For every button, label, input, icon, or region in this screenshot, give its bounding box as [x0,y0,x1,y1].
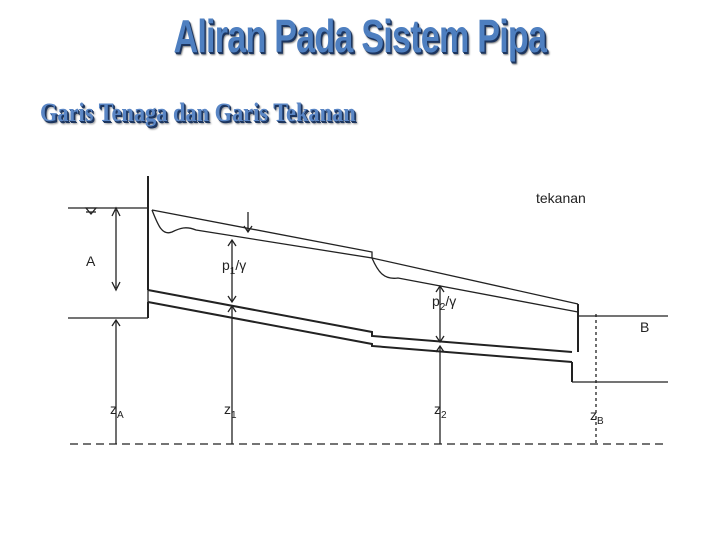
za-arrowhead [111,318,121,327]
water-level-icon [84,207,98,216]
p1-arrowheads [227,238,237,304]
pipe-lower-wall [147,301,573,363]
hydraulic-grade-line [151,209,579,313]
label-z1: z1 [224,401,237,421]
label-a: A [86,253,96,269]
label-zb: zB [590,407,604,427]
height-a-arrowheads [111,206,121,292]
legend-text: tekanan [536,190,586,206]
p2-arrowheads [435,284,445,344]
page-title: Aliran Pada Sistem Pipa [173,10,547,62]
page-subtitle: Garis Tenaga dan Garis Tekanan [40,98,356,127]
energy-line [151,209,579,305]
title-wrap: Aliran Pada Sistem Pipa [0,6,720,66]
z2-arrowhead [435,344,445,353]
label-p1: p1/γ [222,257,246,277]
label-z2: z2 [434,401,447,421]
label-p2: p2/γ [432,293,456,313]
label-za: zA [110,401,124,421]
z1-arrowhead [227,304,237,313]
pipe-upper-wall [147,289,573,353]
p1-arrowhead-top [243,225,253,234]
label-b: B [640,319,649,335]
